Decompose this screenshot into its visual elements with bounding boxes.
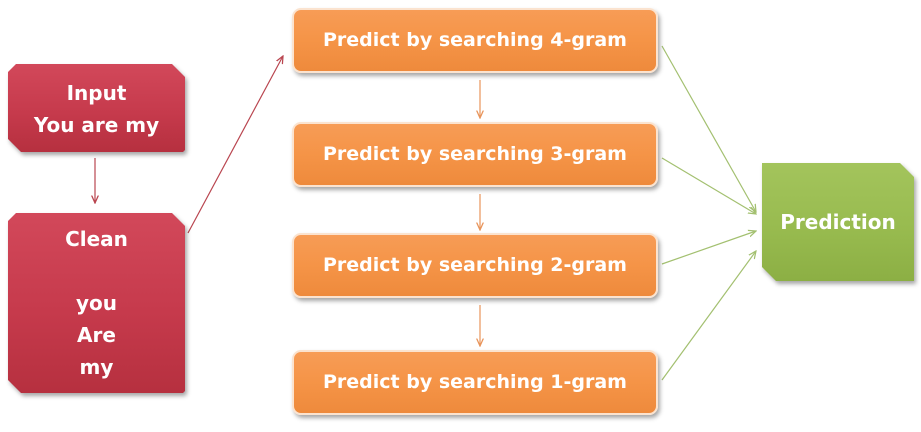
input-box-wrapper: Input You are my xyxy=(8,64,185,152)
clean-box-title: Clean xyxy=(65,227,128,251)
arrow-4gram-to-prediction xyxy=(661,45,756,212)
prediction-box: Prediction xyxy=(762,163,914,281)
clean-box: Clean you Are my xyxy=(8,213,185,393)
input-box: Input You are my xyxy=(8,64,185,152)
input-box-text: You are my xyxy=(33,113,160,137)
clean-box-wrapper: Clean you Are my xyxy=(8,213,185,393)
arrow-2gram-to-prediction xyxy=(661,231,756,265)
clean-box-spacer xyxy=(8,255,185,287)
arrow-1gram-to-prediction xyxy=(661,251,756,381)
arrow-clean-to-4gram xyxy=(187,56,283,234)
step-2gram-box: Predict by searching 2-gram xyxy=(292,233,658,298)
clean-box-word-3: my xyxy=(79,355,114,379)
step-3gram-box: Predict by searching 3-gram xyxy=(292,122,658,187)
prediction-box-wrapper: Prediction xyxy=(762,163,914,281)
clean-box-word-1: you xyxy=(75,291,117,315)
step-4gram-box: Predict by searching 4-gram xyxy=(292,8,658,73)
step-1gram-box: Predict by searching 1-gram xyxy=(292,350,658,415)
clean-box-word-2: Are xyxy=(77,323,116,347)
input-box-title: Input xyxy=(66,81,127,105)
arrow-3gram-to-prediction xyxy=(661,157,756,214)
